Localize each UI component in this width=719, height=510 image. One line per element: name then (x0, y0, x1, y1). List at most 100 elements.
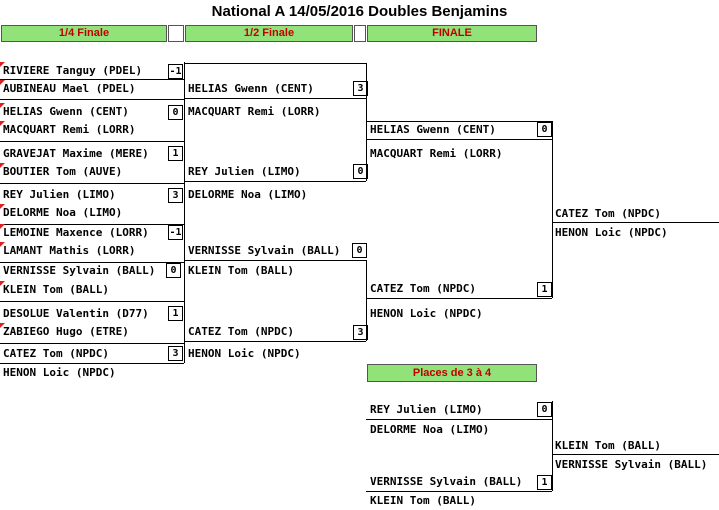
player-name: KLEIN Tom (BALL) (555, 439, 661, 452)
player-name: MACQUART Remi (LORR) (3, 123, 136, 136)
qf6-player-2: KLEIN Tom (BALL) (0, 281, 166, 299)
qf6-player-1: VERNISSE Sylvain (BALL) (0, 262, 166, 280)
player-name: HENON Loic (NPDC) (3, 366, 116, 379)
page-title: National A 14/05/2016 Doubles Benjamins (211, 3, 508, 20)
player-name: VERNISSE Sylvain (BALL) (370, 475, 523, 488)
qf6-score: 0 (166, 263, 181, 278)
bracket-line (0, 141, 184, 142)
winner-player-2: HENON Loic (NPDC) (552, 224, 719, 242)
header-final: FINALE (367, 25, 537, 42)
qf1-player-2: AUBINEAU Mael (PDEL) (0, 80, 166, 98)
third-player-2: DELORME Noa (LIMO) (367, 421, 537, 439)
qf4-score: 3 (168, 188, 183, 203)
player-name: VERNISSE Sylvain (BALL) (555, 458, 708, 471)
bracket-line (184, 260, 366, 261)
bracket-line (366, 121, 552, 122)
player-name: DELORME Noa (LIMO) (3, 206, 123, 219)
qf3-player-2: BOUTIER Tom (AUVE) (0, 163, 166, 181)
player-name: DESOLUE Valentin (D77) (3, 307, 149, 320)
player-name: KLEIN Tom (BALL) (3, 283, 109, 296)
bracket-line (184, 343, 185, 363)
bracket-line (366, 63, 367, 98)
sf3-score: 0 (352, 243, 367, 258)
final-player-4: HENON Loic (NPDC) (367, 305, 537, 323)
bracket-line (0, 224, 184, 225)
player-name: BOUTIER Tom (AUVE) (3, 165, 123, 178)
player-name: HENON Loic (NPDC) (370, 307, 483, 320)
header-third-place: Places de 3 à 4 (367, 364, 537, 382)
player-name: GRAVEJAT Maxime (MERE) (3, 147, 149, 160)
qf8-player-2: HENON Loic (NPDC) (0, 364, 166, 382)
marker-icon (0, 80, 5, 85)
player-name: HENON Loic (NPDC) (188, 347, 301, 360)
bracket-line (184, 62, 185, 99)
marker-icon (0, 62, 5, 67)
third-winner-player-1: KLEIN Tom (BALL) (552, 437, 719, 455)
third-player-3: VERNISSE Sylvain (BALL) (367, 473, 537, 491)
player-name: HENON Loic (NPDC) (555, 226, 668, 239)
player-name: MACQUART Remi (LORR) (188, 105, 321, 118)
player-name: HELIAS Gwenn (CENT) (370, 123, 496, 136)
player-name: MACQUART Remi (LORR) (370, 147, 503, 160)
player-name: HELIAS Gwenn (CENT) (3, 105, 129, 118)
qf2-score: 0 (168, 105, 183, 120)
third-score-1: 0 (537, 402, 552, 417)
bracket-line (184, 98, 366, 99)
player-name: CATEZ Tom (NPDC) (3, 347, 109, 360)
header-spacer (168, 25, 184, 42)
qf4-player-2: DELORME Noa (LIMO) (0, 204, 166, 222)
sf1-player-1: HELIAS Gwenn (CENT) (185, 80, 353, 98)
sf4-player-2: HENON Loic (NPDC) (185, 345, 353, 363)
bracket-line (0, 301, 184, 302)
player-name: HELIAS Gwenn (CENT) (188, 82, 314, 95)
bracket-line (184, 99, 185, 141)
bracket-line (184, 181, 366, 182)
bracket-line (184, 183, 185, 224)
bracket-line (0, 183, 184, 184)
marker-icon (0, 204, 5, 209)
sf1-score: 3 (353, 81, 368, 96)
qf3-player-1: GRAVEJAT Maxime (MERE) (0, 145, 166, 163)
player-name: LEMOINE Maxence (LORR) (3, 226, 149, 239)
sf1-player-2: MACQUART Remi (LORR) (185, 103, 353, 121)
final-player-1: HELIAS Gwenn (CENT) (367, 121, 537, 139)
marker-icon (0, 103, 5, 108)
bracket-line (366, 419, 552, 420)
player-name: ZABIEGO Hugo (ETRE) (3, 325, 129, 338)
marker-icon (0, 121, 5, 126)
qf8-score: 3 (168, 346, 183, 361)
winner-player-1: CATEZ Tom (NPDC) (552, 205, 719, 223)
bracket-line (0, 99, 184, 100)
player-name: KLEIN Tom (BALL) (370, 494, 476, 507)
marker-icon (0, 323, 5, 328)
marker-icon (0, 242, 5, 247)
sf4-player-1: CATEZ Tom (NPDC) (185, 323, 353, 341)
bracket-line (184, 301, 185, 343)
player-name: REY Julien (LIMO) (188, 165, 301, 178)
sf3-player-2: KLEIN Tom (BALL) (185, 262, 353, 280)
bracket-line (184, 262, 185, 301)
player-name: VERNISSE Sylvain (BALL) (3, 264, 156, 277)
bracket-line (184, 341, 366, 342)
marker-icon (0, 224, 5, 229)
bracket-line (366, 298, 552, 299)
bracket-line (0, 363, 184, 364)
bracket-line (0, 343, 184, 344)
qf8-player-1: CATEZ Tom (NPDC) (0, 345, 166, 363)
third-winner-player-2: VERNISSE Sylvain (BALL) (552, 456, 719, 474)
header-spacer (354, 25, 366, 42)
final-score-1: 0 (537, 122, 552, 137)
player-name: AUBINEAU Mael (PDEL) (3, 82, 136, 95)
qf5-score: -1 (168, 225, 183, 240)
bracket-line (0, 262, 184, 263)
final-player-2: MACQUART Remi (LORR) (367, 145, 537, 163)
qf1-score: -1 (168, 64, 183, 79)
qf5-player-2: LAMANT Mathis (LORR) (0, 242, 166, 260)
third-player-1: REY Julien (LIMO) (367, 401, 537, 419)
marker-icon (0, 281, 5, 286)
sf3-player-1: VERNISSE Sylvain (BALL) (185, 242, 353, 260)
sf4-score: 3 (353, 325, 368, 340)
qf7-player-2: ZABIEGO Hugo (ETRE) (0, 323, 166, 341)
bracket-line (184, 224, 185, 262)
player-name: DELORME Noa (LIMO) (188, 188, 308, 201)
